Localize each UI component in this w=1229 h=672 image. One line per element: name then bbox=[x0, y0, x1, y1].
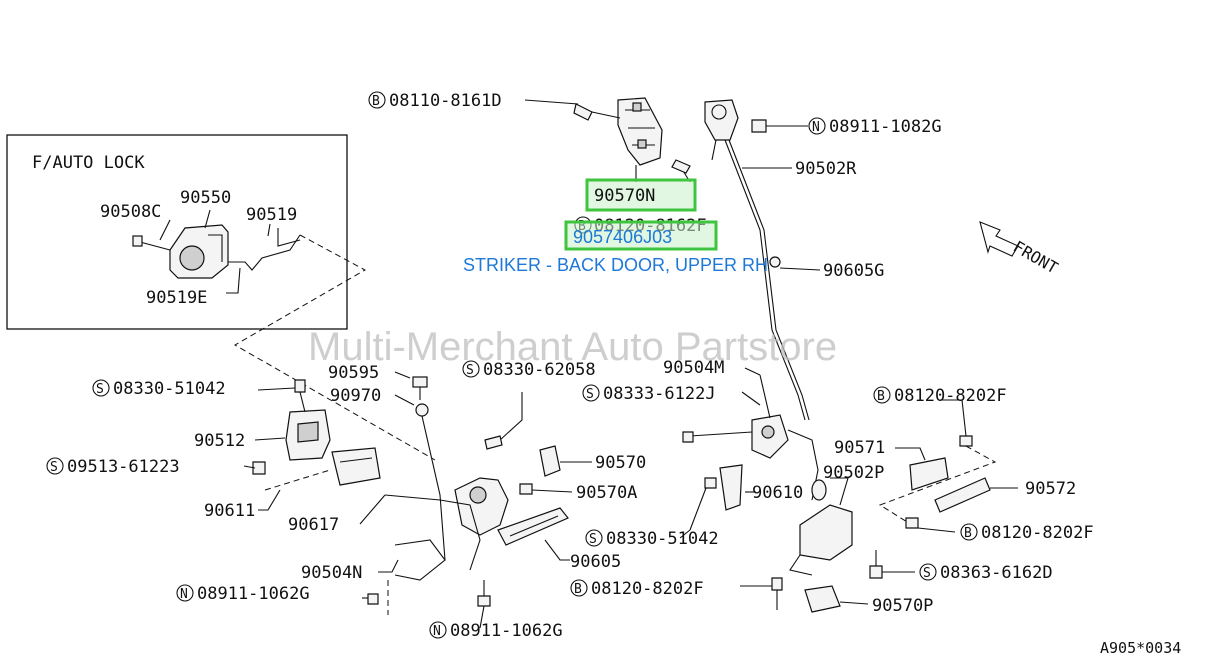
label-90605G[interactable]: 90605G bbox=[823, 261, 884, 281]
label-group-08330-51042-mid[interactable]: S 08330-51042 bbox=[585, 529, 719, 549]
striker-upper-drawing bbox=[573, 97, 663, 166]
highlight-box-9057406J03 bbox=[564, 220, 718, 251]
label-group-08330-62058[interactable]: S 08330-62058 bbox=[462, 360, 596, 380]
label-08110-8161D[interactable]: 08110-8161D bbox=[389, 91, 502, 111]
label-90570N[interactable]: 90570N bbox=[594, 186, 655, 206]
reference-code: A905*0034 bbox=[1100, 639, 1181, 657]
label-08120-8202F-b[interactable]: 08120-8202F bbox=[981, 523, 1094, 543]
label-group-08330-51042-left[interactable]: S 08330-51042 bbox=[92, 379, 226, 399]
label-group-08120-8202F-b[interactable]: B 08120-8202F bbox=[960, 523, 1094, 543]
label-90617[interactable]: 90617 bbox=[288, 515, 339, 535]
lever-90610 bbox=[719, 464, 743, 511]
prefix-screw-icon: S bbox=[466, 363, 474, 378]
prefix-bolt-icon: B bbox=[877, 389, 885, 404]
label-group-08110-8161D[interactable]: B 08110-8161D bbox=[368, 91, 502, 111]
prefix-screw-icon: S bbox=[586, 387, 594, 402]
label-90570[interactable]: 90570 bbox=[595, 453, 646, 473]
watermark: Multi-Merchant Auto Partstore bbox=[308, 325, 837, 369]
label-90605[interactable]: 90605 bbox=[570, 552, 621, 572]
inset-frame bbox=[6, 134, 348, 330]
front-label: FRONT bbox=[1010, 237, 1062, 278]
label-90570P[interactable]: 90570P bbox=[872, 596, 933, 616]
latch-90570 bbox=[519, 445, 592, 495]
label-group-08333-6122J[interactable]: S 08333-6122J bbox=[582, 384, 716, 404]
actuator-drawing bbox=[132, 224, 301, 279]
label-group-08911-1062G-left[interactable]: N 08911-1062G bbox=[176, 584, 310, 604]
prefix-screw-icon: S bbox=[96, 382, 104, 397]
label-90502P[interactable]: 90502P bbox=[823, 463, 884, 483]
inner-handle-drawing bbox=[252, 379, 381, 486]
prefix-screw-icon: S bbox=[923, 566, 931, 581]
handle-90605 bbox=[497, 507, 570, 561]
label-90504N[interactable]: 90504N bbox=[301, 563, 362, 583]
label-08330-62058[interactable]: 08330-62058 bbox=[483, 360, 596, 380]
label-group-08911-1082G[interactable]: N 08911-1082G bbox=[808, 117, 942, 137]
label-90572[interactable]: 90572 bbox=[1025, 479, 1076, 499]
label-90570A[interactable]: 90570A bbox=[576, 483, 637, 503]
label-90519[interactable]: 90519 bbox=[246, 205, 297, 225]
actuator-90502P bbox=[789, 479, 853, 576]
prefix-bolt-icon: B bbox=[574, 582, 582, 597]
label-group-08363-6162D[interactable]: S 08363-6162D bbox=[919, 563, 1053, 583]
part-description: STRIKER - BACK DOOR, UPPER RH bbox=[463, 255, 768, 275]
label-90504M[interactable]: 90504M bbox=[663, 358, 724, 378]
bolt-08120 bbox=[671, 159, 691, 174]
label-08333-6122J[interactable]: 08333-6122J bbox=[603, 384, 716, 404]
label-90611[interactable]: 90611 bbox=[204, 501, 255, 521]
highlight-box-90570N bbox=[585, 178, 697, 212]
label-90595[interactable]: 90595 bbox=[328, 363, 379, 383]
label-08911-1062G-bottom[interactable]: 08911-1062G bbox=[450, 621, 563, 641]
lock-body-drawing bbox=[384, 477, 509, 581]
prefix-nut-icon: N bbox=[433, 624, 441, 639]
label-90502R[interactable]: 90502R bbox=[795, 159, 857, 179]
bracket-90571 bbox=[895, 447, 949, 491]
highlight-part-number[interactable]: 9057406J03 bbox=[573, 227, 672, 247]
label-group-08911-1062G-bottom[interactable]: N 08911-1062G bbox=[429, 621, 563, 641]
prefix-bolt-icon: B bbox=[372, 94, 380, 109]
leader-08110 bbox=[524, 99, 579, 105]
prefix-screw-icon: S bbox=[50, 460, 58, 475]
clip-90605G bbox=[769, 256, 781, 268]
label-08330-51042-left[interactable]: 08330-51042 bbox=[113, 379, 226, 399]
latch-upper-right bbox=[704, 99, 767, 161]
prefix-nut-icon: N bbox=[812, 120, 820, 135]
prefix-nut-icon: N bbox=[180, 587, 188, 602]
label-group-08120-8202F-a[interactable]: B 08120-8202F bbox=[873, 386, 1007, 406]
label-08911-1062G-left[interactable]: 08911-1062G bbox=[197, 584, 310, 604]
rod-90595 bbox=[412, 376, 446, 561]
label-08330-51042-mid[interactable]: 08330-51042 bbox=[606, 529, 719, 549]
label-08363-6162D[interactable]: 08363-6162D bbox=[940, 563, 1053, 583]
label-08120-8202F-c[interactable]: 08120-8202F bbox=[591, 579, 704, 599]
label-90550[interactable]: 90550 bbox=[180, 188, 231, 208]
label-90970[interactable]: 90970 bbox=[330, 386, 381, 406]
striker-90572 bbox=[934, 477, 1018, 513]
latch-90570P bbox=[804, 585, 841, 613]
label-08120-8202F-a[interactable]: 08120-8202F bbox=[894, 386, 1007, 406]
prefix-screw-icon: S bbox=[589, 532, 597, 547]
label-08911-1082G[interactable]: 08911-1082G bbox=[829, 117, 942, 137]
label-90610[interactable]: 90610 bbox=[752, 483, 803, 503]
rod-90502R bbox=[724, 139, 806, 421]
inset-title: F/AUTO LOCK bbox=[32, 153, 145, 173]
label-90512[interactable]: 90512 bbox=[194, 431, 245, 451]
front-arrow-icon: FRONT bbox=[979, 221, 1062, 278]
label-09513-61223[interactable]: 09513-61223 bbox=[67, 457, 180, 477]
label-90571[interactable]: 90571 bbox=[834, 438, 885, 458]
label-group-09513-61223[interactable]: S 09513-61223 bbox=[46, 457, 180, 477]
label-group-08120-8202F-c[interactable]: B 08120-8202F bbox=[570, 579, 704, 599]
rod-90504M bbox=[682, 374, 819, 501]
label-90508C[interactable]: 90508C bbox=[100, 202, 161, 222]
label-90519E[interactable]: 90519E bbox=[146, 288, 207, 308]
prefix-bolt-icon: B bbox=[964, 526, 972, 541]
